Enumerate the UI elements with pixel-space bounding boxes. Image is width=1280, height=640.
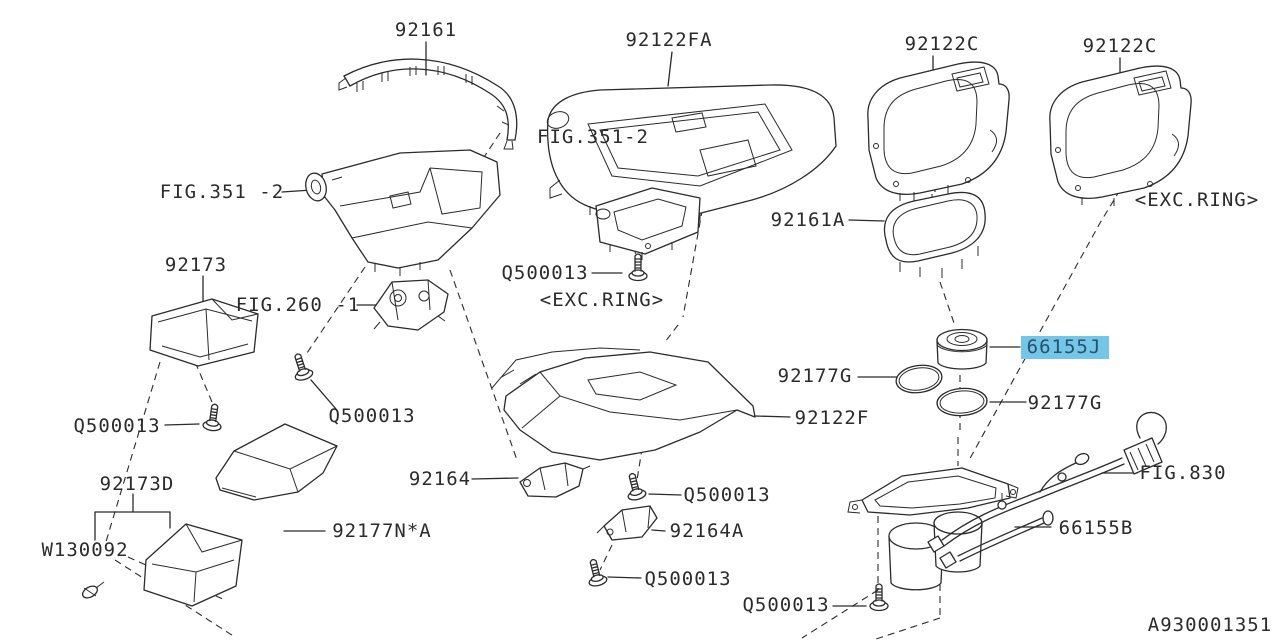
sketch-92177n-mat — [215, 423, 338, 501]
label-w130092[interactable]: W130092 — [41, 539, 128, 561]
sketch-66155j-knob — [936, 328, 988, 370]
sketch-92122c-panel-right — [1049, 65, 1192, 207]
label-92177g-2[interactable]: 92177G — [1028, 392, 1103, 414]
label-q500013-1[interactable]: Q500013 — [501, 262, 588, 284]
label-exc-ring-1: <EXC.RING> — [540, 289, 664, 311]
sketch-92122c-panel-left — [867, 61, 1010, 202]
label-92122c-1[interactable]: 92122C — [905, 33, 980, 55]
label-92177n-a[interactable]: 92177N*A — [332, 520, 432, 542]
label-fig830[interactable]: FIG.830 — [1139, 462, 1226, 484]
label-92122f[interactable]: 92122F — [795, 407, 870, 429]
sketch-92177g-ring-right — [936, 387, 988, 417]
label-q500013-2[interactable]: Q500013 — [73, 415, 160, 437]
label-92173[interactable]: 92173 — [165, 254, 227, 276]
label-q500013-3[interactable]: Q500013 — [328, 405, 415, 427]
sketch-fig351-2-left-panel — [305, 149, 501, 276]
drawing-number: A930001351 — [1148, 614, 1272, 636]
label-66155j[interactable]: 66155J — [1027, 336, 1102, 358]
sketch-fig830-harness — [927, 411, 1167, 569]
sketch-fig260-1-shifter-base — [373, 279, 449, 331]
label-q500013-4[interactable]: Q500013 — [683, 484, 770, 506]
label-q500013-5[interactable]: Q500013 — [644, 568, 731, 590]
sketch-92122f-side-trim — [491, 347, 756, 461]
sketch-fig351-2-center-panel — [595, 187, 701, 260]
label-q500013-6[interactable]: Q500013 — [742, 594, 829, 616]
label-92161a[interactable]: 92161A — [771, 209, 846, 231]
sketch-92161-trim-strip — [338, 58, 518, 150]
sketch-66155b-console-box — [847, 467, 1019, 591]
label-92161[interactable]: 92161 — [395, 19, 457, 41]
label-fig351-2-left[interactable]: FIG.351 -2 — [160, 181, 284, 203]
label-fig351-2-center[interactable]: FIG.351-2 — [537, 126, 649, 148]
label-92177g-1[interactable]: 92177G — [778, 365, 853, 387]
sketch-92164a-bracket — [596, 505, 658, 541]
sketch-92177g-ring-left — [895, 364, 943, 394]
part-labels: 92161 92122FA 92122C 92122C FIG.351 -2 F… — [41, 19, 1272, 636]
highlight-box-66155j — [1021, 336, 1109, 359]
label-92164a[interactable]: 92164A — [670, 520, 745, 542]
sketch-w130092-clip — [81, 581, 105, 599]
label-92164[interactable]: 92164 — [409, 468, 471, 490]
assembly-dashed-lines — [104, 132, 1121, 640]
sketch-92164-bracket — [519, 462, 591, 498]
sketch-92173-tray — [149, 298, 259, 367]
label-92122c-2[interactable]: 92122C — [1083, 35, 1158, 57]
label-92122fa[interactable]: 92122FA — [625, 29, 712, 51]
label-66155b[interactable]: 66155B — [1059, 517, 1134, 539]
sketch-92122fa-panel — [546, 84, 837, 223]
label-exc-ring-2: <EXC.RING> — [1135, 189, 1259, 211]
sketch-92161a-ring — [883, 185, 986, 278]
sketch-92173d-boot — [143, 523, 243, 607]
label-fig260-1[interactable]: FIG.260 -1 — [236, 294, 360, 316]
label-92173d[interactable]: 92173D — [100, 473, 175, 495]
